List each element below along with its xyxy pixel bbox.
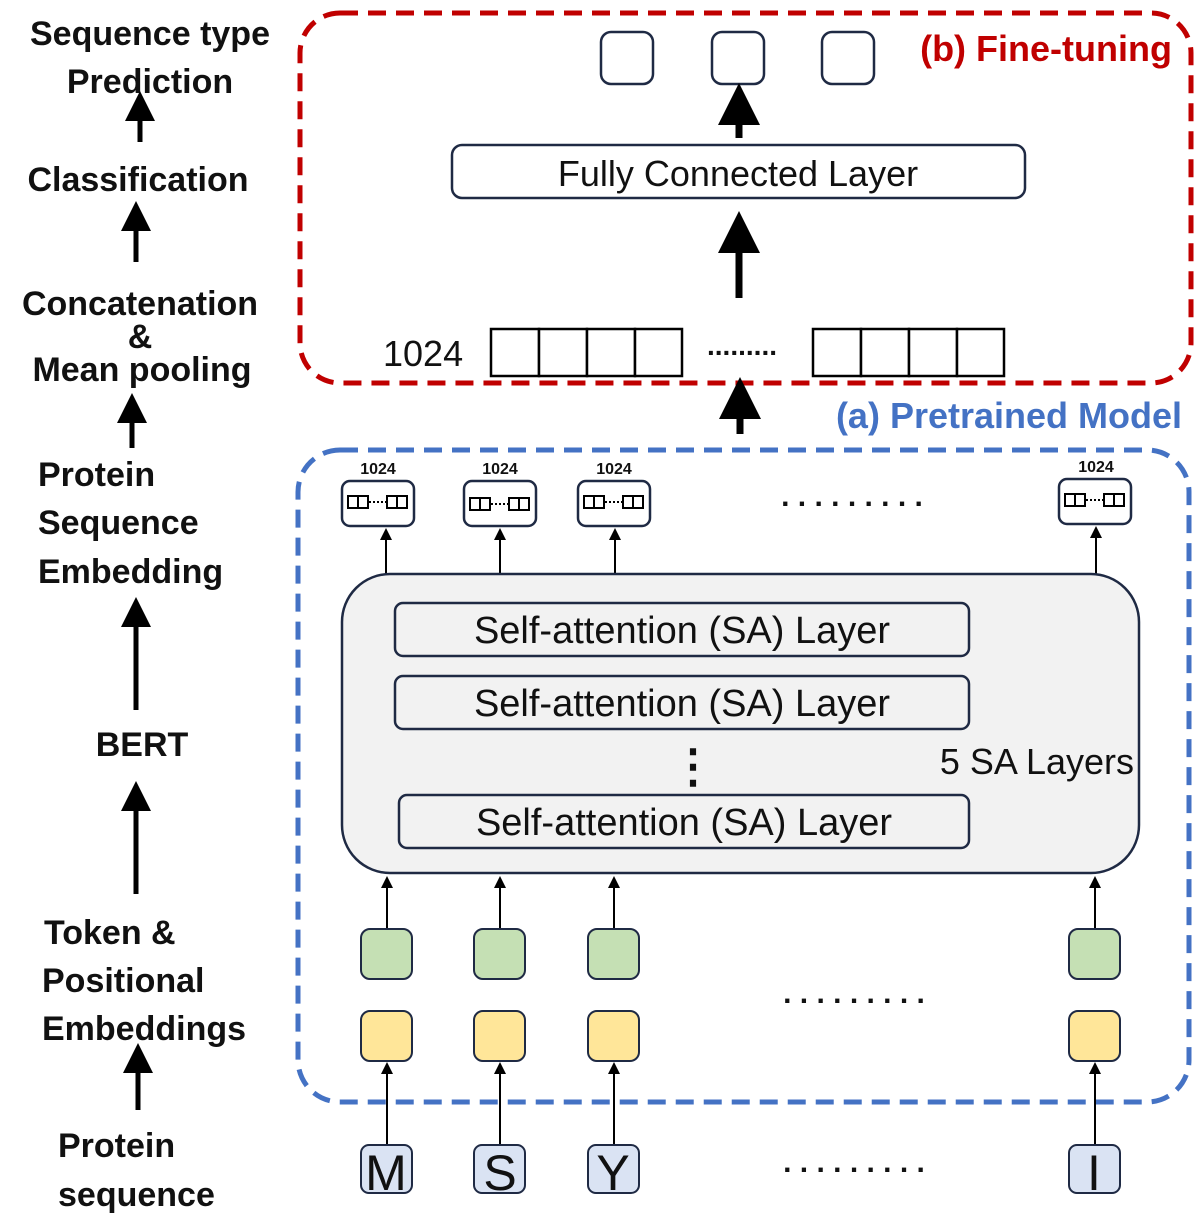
pooled-vector-dots: ......... xyxy=(707,330,777,361)
vector-cell xyxy=(585,327,637,378)
label-ampersand: & xyxy=(128,318,153,356)
label-token: Token & xyxy=(44,914,176,952)
sa-layer-label: Self-attention (SA) Layer xyxy=(474,683,890,725)
vector-cell xyxy=(633,327,684,378)
label-sequence: Sequence xyxy=(38,504,199,542)
label-sequence-type: Sequence type xyxy=(30,15,270,53)
positional-embedding xyxy=(360,928,413,980)
pretrained-title: (a) Pretrained Model xyxy=(836,395,1182,436)
token-letter: I xyxy=(1087,1145,1101,1201)
output-embedding-box xyxy=(462,479,538,528)
output-class-box xyxy=(820,30,876,86)
sa-layer-box xyxy=(393,601,971,658)
left-stage-labels: Sequence type Prediction Classification … xyxy=(22,15,270,1214)
label-protein: Protein xyxy=(38,456,155,494)
vector-cell xyxy=(955,327,1006,378)
tokens-dots: . . . . . . . . . xyxy=(783,1146,925,1179)
output-dim-label: 1024 xyxy=(360,461,396,478)
positional-embeddings xyxy=(360,928,1121,980)
sa-layer-label: Self-attention (SA) Layer xyxy=(474,610,890,652)
sa-layers-vertical-dots: ⋮ xyxy=(670,740,716,792)
token-letter: S xyxy=(483,1145,516,1201)
block-to-output-arrows xyxy=(380,526,1102,574)
left-flow-arrows xyxy=(117,91,155,1110)
output-embeddings: 1024 1024 1024 1024 xyxy=(340,459,1133,528)
vector-cell xyxy=(859,327,911,378)
label-concatenation: Concatenation xyxy=(22,285,258,323)
positional-embedding xyxy=(1068,928,1121,980)
token-box xyxy=(587,1144,640,1194)
label-sequence-seq: sequence xyxy=(58,1176,215,1214)
vector-cell xyxy=(907,327,959,378)
pooled-vector xyxy=(489,327,1006,378)
label-embedding: Embedding xyxy=(38,553,223,591)
token-embedding xyxy=(587,1010,640,1062)
pretrained-border xyxy=(295,447,1192,1105)
output-class-box xyxy=(599,30,655,86)
token-embedding xyxy=(473,1010,526,1062)
token-letter: Y xyxy=(596,1145,629,1201)
output-dim-label: 1024 xyxy=(482,461,518,478)
token-embedding xyxy=(1068,1010,1121,1062)
output-class-box xyxy=(710,30,766,86)
pretrained-panel: (a) Pretrained Model 1024 1024 1024 1024 xyxy=(295,395,1192,1105)
fine-tuning-panel: (b) Fine-tuning Fully Connected Layer 10… xyxy=(297,10,1194,386)
token-box xyxy=(1068,1144,1121,1194)
pooled-dim-label: 1024 xyxy=(383,333,463,374)
label-bert: BERT xyxy=(96,726,189,764)
embedding-to-block-arrows xyxy=(381,876,1101,928)
output-embeddings-dots: . . . . . . . . . xyxy=(781,480,923,513)
output-dim-label: 1024 xyxy=(596,461,632,478)
output-embedding-box xyxy=(576,479,652,528)
label-mean-pooling: Mean pooling xyxy=(32,351,251,389)
output-embedding-box xyxy=(1057,477,1133,526)
token-box xyxy=(473,1144,526,1194)
sa-layer-count: 5 SA Layers xyxy=(940,741,1134,782)
fully-connected-layer xyxy=(450,143,1027,200)
sa-layer-box xyxy=(393,674,971,731)
token-to-embedding-arrows xyxy=(381,1062,1101,1144)
token-embedding xyxy=(360,1010,413,1062)
token-letter: M xyxy=(365,1145,407,1201)
label-positional: Positional xyxy=(42,962,204,1000)
label-embeddings: Embeddings xyxy=(42,1010,246,1048)
output-dim-label: 1024 xyxy=(1078,459,1114,476)
fine-tuning-title: (b) Fine-tuning xyxy=(920,28,1172,69)
vector-cell xyxy=(489,327,541,378)
vector-cell xyxy=(537,327,589,378)
sa-layer-label: Self-attention (SA) Layer xyxy=(476,802,892,844)
label-classification: Classification xyxy=(27,161,248,199)
embeddings-dots: . . . . . . . . . xyxy=(783,977,925,1010)
label-protein-seq: Protein xyxy=(58,1127,175,1165)
output-embedding-box xyxy=(340,479,416,528)
positional-embedding xyxy=(473,928,526,980)
vector-cell xyxy=(811,327,863,378)
token-box xyxy=(360,1144,413,1194)
positional-embedding xyxy=(587,928,640,980)
sa-layer-box xyxy=(397,793,971,850)
protein-tokens: M S Y I . . . . . . . . . xyxy=(360,1144,1121,1201)
label-prediction: Prediction xyxy=(67,63,233,101)
fully-connected-label: Fully Connected Layer xyxy=(558,153,918,194)
token-embeddings xyxy=(360,1010,1121,1062)
